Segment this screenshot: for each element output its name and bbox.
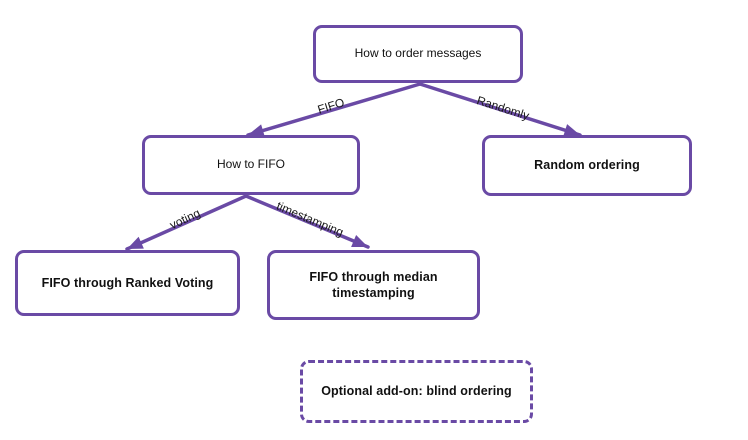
node-how-to-order-messages: How to order messages — [313, 25, 523, 83]
edge-voting-arrow — [125, 194, 248, 251]
node-random-ordering: Random ordering — [482, 135, 692, 196]
node-label: Optional add-on: blind ordering — [321, 384, 512, 399]
node-optional-addon-blind-ordering: Optional add-on: blind ordering — [300, 360, 533, 423]
node-label: Random ordering — [534, 158, 640, 173]
node-how-to-fifo: How to FIFO — [142, 135, 360, 195]
node-label: FIFO through Ranked Voting — [41, 275, 214, 290]
node-label: How to FIFO — [216, 157, 285, 172]
node-label: FIFO through median timestamping — [309, 269, 438, 300]
edge-randomly-arrow — [418, 82, 582, 137]
edge-fifo-arrow — [246, 82, 422, 137]
node-label: How to order messages — [354, 46, 482, 61]
node-fifo-median-timestamping: FIFO through median timestamping — [267, 250, 480, 320]
node-fifo-ranked-voting: FIFO through Ranked Voting — [15, 250, 240, 316]
edge-timestamping-arrow — [244, 194, 370, 249]
